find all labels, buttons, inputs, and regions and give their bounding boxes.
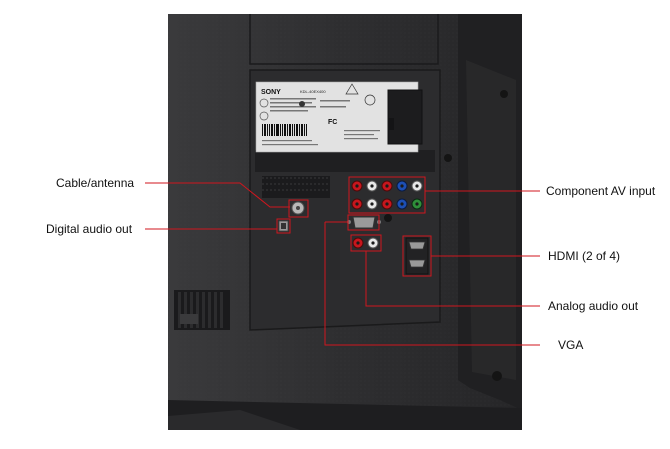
label-cable-antenna: Cable/antenna bbox=[56, 176, 135, 190]
label-model: KDL-40EX400 bbox=[300, 89, 326, 94]
component-av-ports bbox=[351, 180, 423, 210]
hdmi-ports bbox=[405, 237, 429, 275]
label-vga: VGA bbox=[558, 338, 584, 352]
digital-audio-port bbox=[278, 220, 289, 232]
label-digital-audio-out: Digital audio out bbox=[46, 222, 133, 236]
vent-grille bbox=[174, 290, 230, 330]
service-cover bbox=[387, 89, 423, 145]
label-brand: SONY bbox=[261, 89, 281, 96]
vga-port bbox=[347, 216, 381, 229]
av-port-row-bottom bbox=[351, 198, 423, 210]
callout-box-cable-antenna bbox=[288, 199, 309, 218]
label-hdmi: HDMI (2 of 4) bbox=[548, 249, 621, 263]
screws bbox=[299, 90, 508, 381]
callout-line-vga bbox=[324, 222, 540, 346]
analog-audio-ports bbox=[352, 237, 379, 249]
callout-line-analog-audio bbox=[365, 251, 540, 307]
label-component-av-input: Component AV input bbox=[546, 184, 656, 198]
callout-line-cable-antenna bbox=[145, 182, 290, 208]
label-analog-audio-out: Analog audio out bbox=[548, 299, 639, 313]
barcode bbox=[262, 124, 307, 136]
label-fc-mark: FC bbox=[328, 119, 337, 126]
cable-antenna-port bbox=[291, 201, 305, 215]
label-fine-print bbox=[262, 98, 380, 146]
callouts bbox=[145, 176, 540, 346]
callout-box-digital-audio bbox=[276, 218, 291, 234]
callout-box-component-av bbox=[348, 176, 426, 214]
